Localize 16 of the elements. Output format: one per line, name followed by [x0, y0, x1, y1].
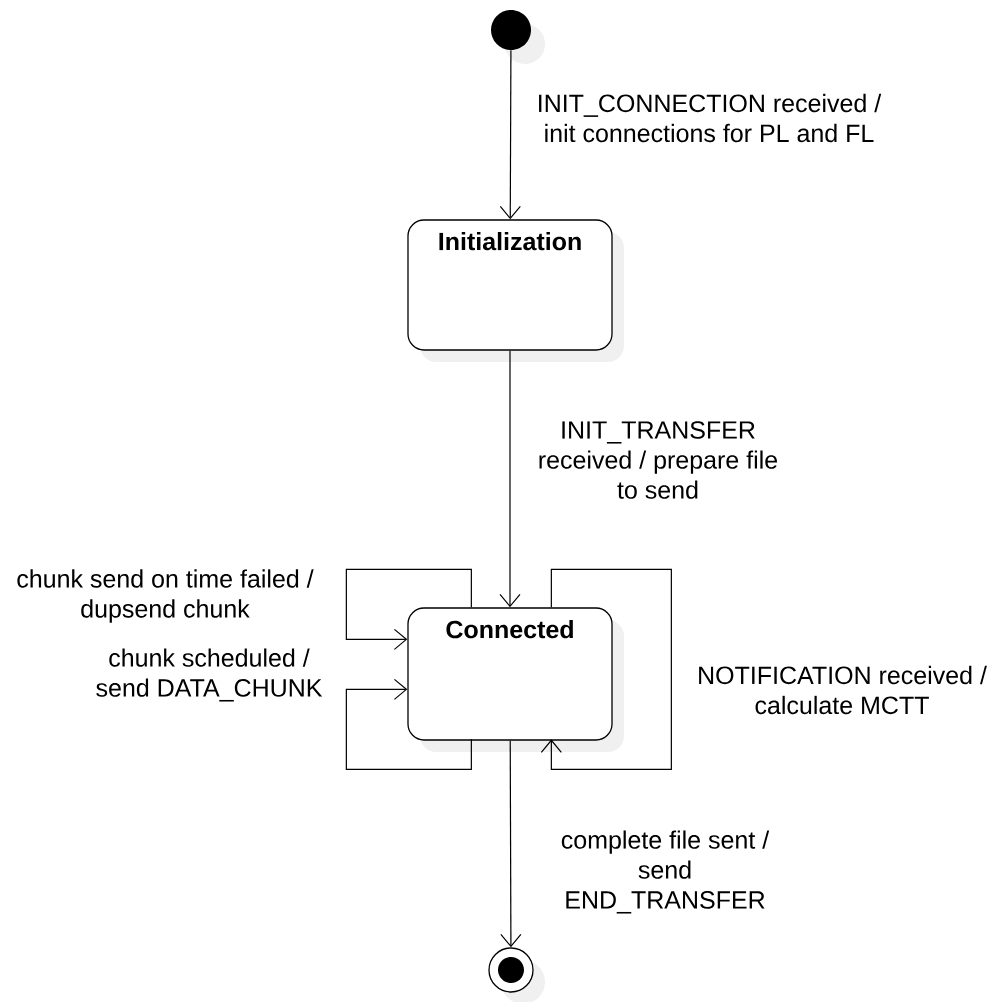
edge-label: chunk scheduled / send DATA_CHUNK [96, 648, 323, 702]
transition-arrow [499, 350, 521, 608]
transition-arrow [500, 740, 522, 948]
initial-state [491, 10, 545, 64]
state-box: Connected [407, 607, 624, 752]
transition-arrow [499, 49, 521, 220]
final-state [488, 947, 545, 1002]
edge-label: complete file sent / send END_TRANSFER [561, 830, 770, 914]
self-loop-arrow [540, 568, 672, 770]
self-loop-arrow [345, 678, 472, 770]
state-box: Initialization [407, 219, 624, 362]
edge-label: INIT_TRANSFER received / prepare file to send [539, 421, 778, 499]
edge-label: INIT_CONNECTION received / init connections for PL and FL [539, 93, 882, 143]
edge-label: chunk send on time failed / dupsend chunk [17, 569, 314, 623]
self-loop-arrow [345, 568, 472, 650]
edge-label: NOTIFICATION received / calculate MCTT [699, 665, 987, 715]
